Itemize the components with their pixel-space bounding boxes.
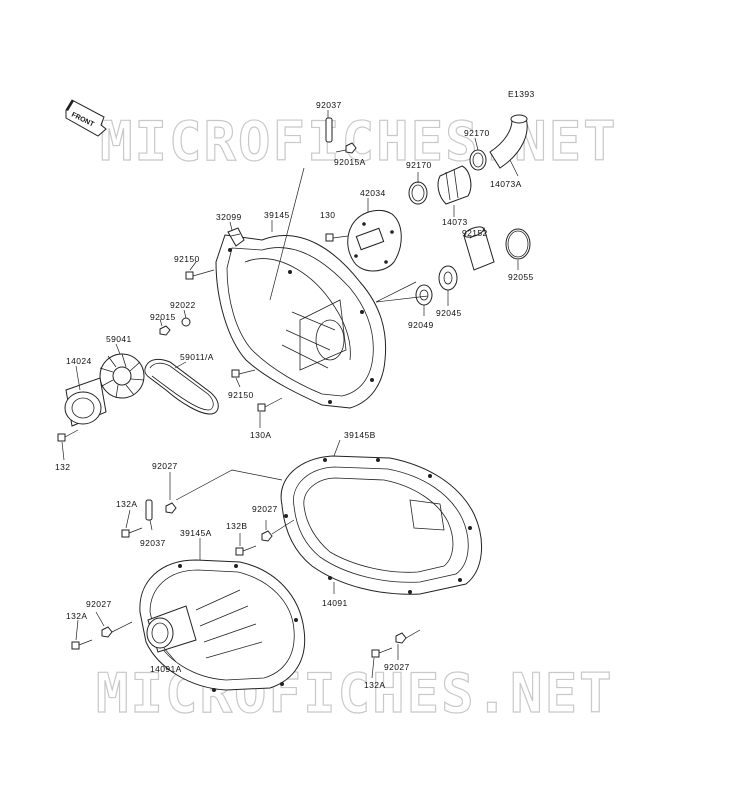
label-132A-c: 132A (364, 680, 385, 690)
label-130A: 130A (250, 430, 271, 440)
bolt-132B (235, 545, 257, 556)
label-39145: 39145 (264, 210, 290, 220)
label-92049: 92049 (408, 320, 434, 330)
label-92055: 92055 (508, 272, 534, 282)
washer-92027-d (395, 632, 407, 644)
label-92150-b: 92150 (228, 390, 254, 400)
outer-cover-39145 (215, 234, 387, 409)
label-59011A: 59011/A (180, 352, 214, 362)
pulley-cover-14024 (64, 377, 107, 427)
drive-belt-59011A (144, 358, 219, 415)
label-32099: 32099 (216, 212, 242, 222)
bearing-92045 (438, 265, 458, 291)
diagram-code: E1393 (508, 89, 535, 99)
label-92037-top: 92037 (316, 100, 342, 110)
label-42034: 42034 (360, 188, 386, 198)
label-92015: 92015 (150, 312, 176, 322)
label-92170-b: 92170 (464, 128, 490, 138)
clamp-92170-a (408, 181, 428, 205)
outer-cover-39145B (280, 455, 483, 595)
seal-92049 (415, 284, 433, 306)
seal-plate-42034 (347, 210, 402, 272)
front-arrow-icon: FRONT (65, 99, 107, 137)
collar-92152 (463, 226, 495, 271)
washer-92027-c (101, 626, 113, 638)
label-130: 130 (320, 210, 335, 220)
label-59041: 59041 (106, 334, 132, 344)
label-92022: 92022 (170, 300, 196, 310)
fan-59041 (99, 353, 145, 399)
label-132A-b: 132A (66, 611, 87, 621)
label-39145B: 39145B (344, 430, 376, 440)
clamp-92170-b (469, 149, 487, 171)
label-14073A: 14073A (490, 179, 522, 189)
washer-92027-b (261, 530, 273, 542)
label-14073: 14073 (442, 217, 468, 227)
washer-92027-a (165, 502, 177, 514)
bolt-130A (257, 397, 283, 412)
boot-14073 (437, 165, 472, 205)
label-14091: 14091 (322, 598, 348, 608)
label-92027-b: 92027 (252, 504, 278, 514)
pin-92037-b (145, 499, 153, 521)
washer-92022 (181, 317, 191, 327)
label-92027-c: 92027 (86, 599, 112, 609)
bolt-132A-a (121, 527, 143, 538)
bolt-130 (325, 233, 349, 242)
bolt-92150-b (231, 369, 256, 378)
bolt-92150-a (185, 269, 215, 280)
label-92045: 92045 (436, 308, 462, 318)
label-92037-b: 92037 (140, 538, 166, 548)
label-132B: 132B (226, 521, 247, 531)
label-92027-a: 92027 (152, 461, 178, 471)
inner-cover-39145A (139, 559, 306, 692)
bolt-132 (57, 429, 79, 442)
duct-14073A (489, 114, 528, 169)
watermark-top: MICROFICHES.NET (100, 110, 618, 173)
label-39145A: 39145A (180, 528, 212, 538)
duct-14091A (146, 605, 197, 653)
o-ring-92055 (505, 228, 531, 260)
bolt-132A-b (71, 639, 93, 650)
label-132A-a: 132A (116, 499, 137, 509)
nut-92015A (345, 142, 357, 154)
label-14024: 14024 (66, 356, 92, 366)
label-92170-a: 92170 (406, 160, 432, 170)
label-14091A: 14091A (150, 664, 182, 674)
nut-92015 (159, 325, 171, 336)
label-92027-d: 92027 (384, 662, 410, 672)
bolt-132A-c (371, 647, 393, 658)
label-132: 132 (55, 462, 70, 472)
label-92152: 92152 (462, 228, 488, 238)
label-92150-a: 92150 (174, 254, 200, 264)
bracket-32099 (227, 227, 245, 247)
pin-92037 (325, 117, 333, 143)
label-92015A: 92015A (334, 157, 366, 167)
